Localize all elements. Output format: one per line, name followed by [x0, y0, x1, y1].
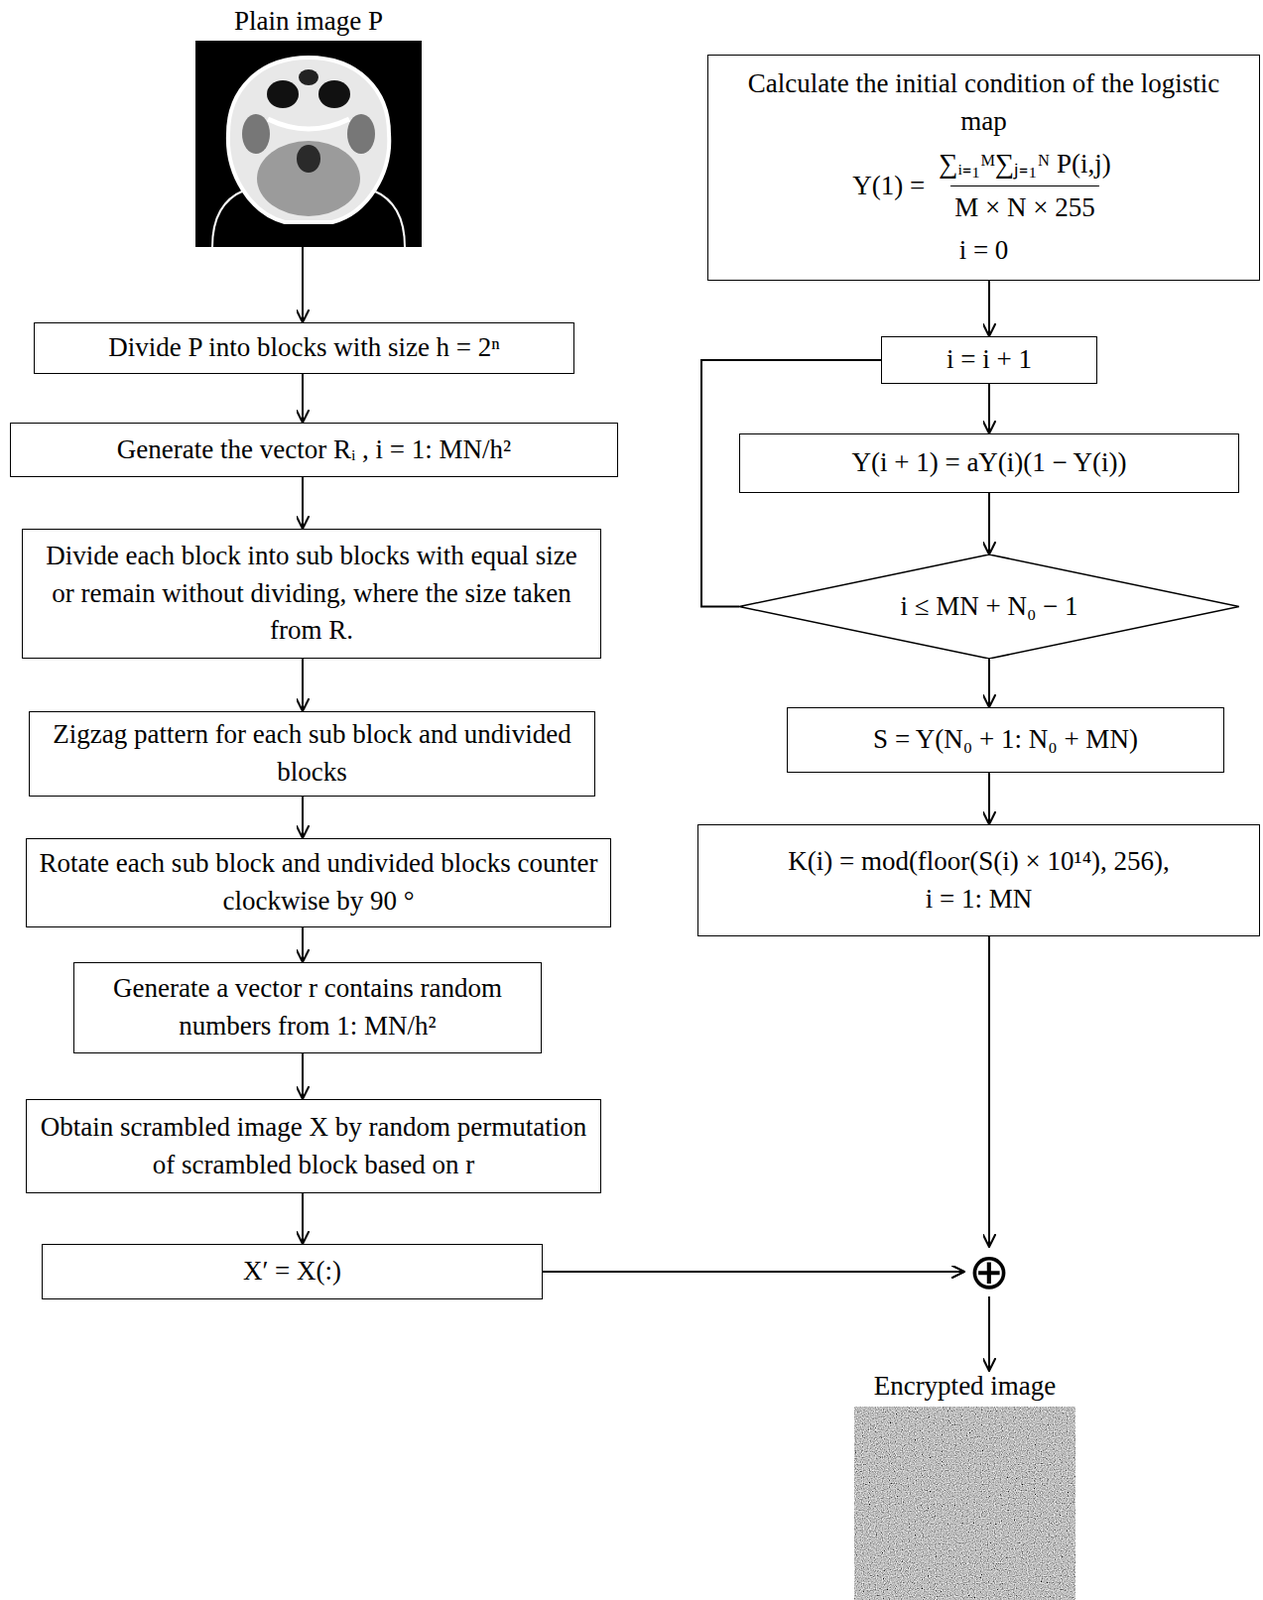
box-text: S = Y(N₀ + 1: N₀ + MN) [873, 721, 1138, 759]
ct-scan-image [195, 40, 422, 248]
process-box: Y(i + 1) = aY(i)(1 − Y(i)) [739, 433, 1240, 494]
process-box: X′ = X(:) [41, 1244, 543, 1300]
process-box: Zigzag pattern for each sub block and un… [28, 711, 596, 797]
process-box: Obtain scrambled image X by random permu… [25, 1099, 602, 1194]
box-text: Y(i + 1) = aY(i)(1 − Y(i)) [851, 444, 1127, 483]
box-text: Zigzag pattern for each sub block and un… [41, 716, 583, 792]
box-text: i = 1: MN [925, 881, 1033, 919]
flow-arrow [301, 796, 304, 839]
petrous-bone [267, 119, 350, 129]
process-box: Calculate the initial condition of the l… [707, 54, 1261, 281]
flow-arrow [542, 1270, 965, 1273]
box-text: i ≤ MN + N₀ − 1 [899, 588, 1078, 627]
box-text: Generate the vector Rᵢ , i = 1: MN/h² [117, 431, 511, 470]
flow-arrow [301, 1193, 304, 1245]
encrypted-noise-image [854, 1406, 1076, 1600]
ct-background [195, 40, 422, 248]
box-text: Divide each block into sub blocks with e… [34, 537, 589, 650]
decision-diamond: i ≤ MN + N₀ − 1 [739, 554, 1240, 659]
flow-arrow [988, 383, 991, 434]
xor-symbol: ⊕ [964, 1247, 1014, 1297]
flow-arrow [988, 936, 991, 1248]
box-heading: Calculate the initial condition of the l… [722, 65, 1246, 141]
flow-arrow [301, 658, 304, 712]
temporal-lobe [242, 114, 270, 154]
formula-lhs: Y(1) = [852, 167, 925, 206]
image-panel: Plain image P [195, 5, 422, 248]
fraction-numerator: ∑ᵢ₌₁ᴹ∑ⱼ₌₁ᴺ P(i,j) [934, 145, 1115, 187]
box-text: K(i) = mod(floor(S(i) × 10¹⁴), 256), [787, 843, 1170, 882]
flow-arrow [301, 477, 304, 529]
formula-row: Y(1) =∑ᵢ₌₁ᴹ∑ⱼ₌₁ᴺ P(i,j)M × N × 255 [852, 145, 1115, 229]
image-heading: Plain image P [234, 5, 383, 37]
process-box: i = i + 1 [881, 336, 1098, 384]
sinus [266, 80, 299, 109]
cerebellum [256, 140, 361, 217]
box-text: i = i + 1 [946, 341, 1032, 379]
ct-table-arc [373, 190, 405, 248]
process-box: Generate a vector r contains random numb… [73, 962, 542, 1054]
box-text: Rotate each sub block and undivided bloc… [38, 845, 599, 921]
flow-arrow [301, 374, 304, 423]
fraction-denominator: M × N × 255 [950, 185, 1099, 228]
process-box: S = Y(N₀ + 1: N₀ + MN) [786, 707, 1225, 773]
process-box: Divide each block into sub blocks with e… [21, 528, 602, 659]
ventricle [296, 144, 321, 173]
diamond-shape [739, 554, 1240, 659]
flow-arrow [988, 280, 991, 337]
formula-text: i = 0 [959, 232, 1010, 270]
flow-arrow [301, 1053, 304, 1100]
ct-table-arc [212, 190, 245, 248]
process-box: K(i) = mod(floor(S(i) × 10¹⁴), 256),i = … [697, 824, 1261, 937]
box-text: Generate a vector r contains random numb… [86, 970, 529, 1046]
flow-arrow [988, 1296, 991, 1372]
flow-arrow [988, 658, 991, 708]
flow-arrow [988, 772, 991, 825]
image-heading: Encrypted image [874, 1371, 1057, 1402]
flow-arrow [988, 493, 991, 555]
process-box: Rotate each sub block and undivided bloc… [25, 838, 612, 928]
box-text: X′ = X(:) [243, 1253, 342, 1291]
sinus [298, 69, 319, 86]
temporal-lobe [347, 114, 376, 154]
fraction: ∑ᵢ₌₁ᴹ∑ⱼ₌₁ᴺ P(i,j)M × N × 255 [934, 145, 1115, 229]
xor-symbol-text: ⊕ [968, 1247, 1011, 1297]
process-box: Generate the vector Rᵢ , i = 1: MN/h² [9, 422, 619, 478]
flow-arrow [301, 247, 304, 323]
process-box: Divide P into blocks with size h = 2ⁿ [33, 322, 575, 375]
box-text: Divide P into blocks with size h = 2ⁿ [108, 329, 501, 368]
box-text: Obtain scrambled image X by random permu… [38, 1109, 589, 1185]
image-panel: Encrypted image [854, 1371, 1076, 1600]
flow-arrow [301, 927, 304, 963]
skull [228, 57, 389, 223]
sinus [318, 80, 351, 109]
